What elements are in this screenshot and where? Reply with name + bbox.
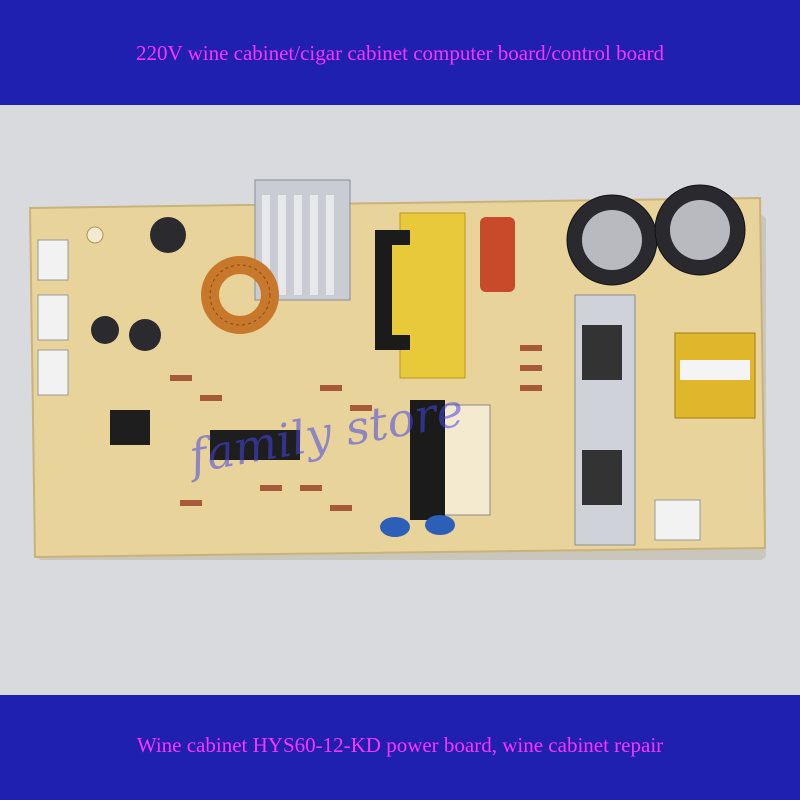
power-connector-icon	[654, 499, 701, 541]
product-photo: family store	[0, 105, 800, 695]
transformer-icon	[375, 212, 466, 379]
small-capacitor-icon	[129, 319, 161, 351]
bottom-banner: Wine cabinet HYS60-12-KD power board, wi…	[0, 695, 800, 800]
ceramic-capacitor-icon	[380, 517, 410, 537]
small-capacitor-icon	[91, 316, 119, 344]
film-capacitor-icon	[480, 217, 515, 292]
bottom-banner-text: Wine cabinet HYS60-12-KD power board, wi…	[136, 733, 664, 757]
toroid-inductor-icon	[201, 256, 279, 334]
resistor-icons	[170, 345, 542, 511]
top-banner-text: 220V wine cabinet/cigar cabinet computer…	[136, 41, 664, 65]
electrolytic-capacitor-icon	[566, 184, 746, 286]
heatsink-icon	[574, 294, 636, 546]
pcb-illustration	[28, 179, 767, 560]
ceramic-capacitor-icon	[425, 515, 455, 535]
ic-chip-icon	[110, 410, 150, 445]
top-banner: 220V wine cabinet/cigar cabinet computer…	[0, 0, 800, 105]
inductor-label	[680, 360, 750, 380]
mounting-hole	[86, 226, 104, 244]
connector-icon	[37, 239, 69, 396]
transformer-icon	[410, 400, 491, 520]
ic-chip-icon	[210, 430, 300, 460]
small-capacitor-icon	[150, 217, 186, 253]
